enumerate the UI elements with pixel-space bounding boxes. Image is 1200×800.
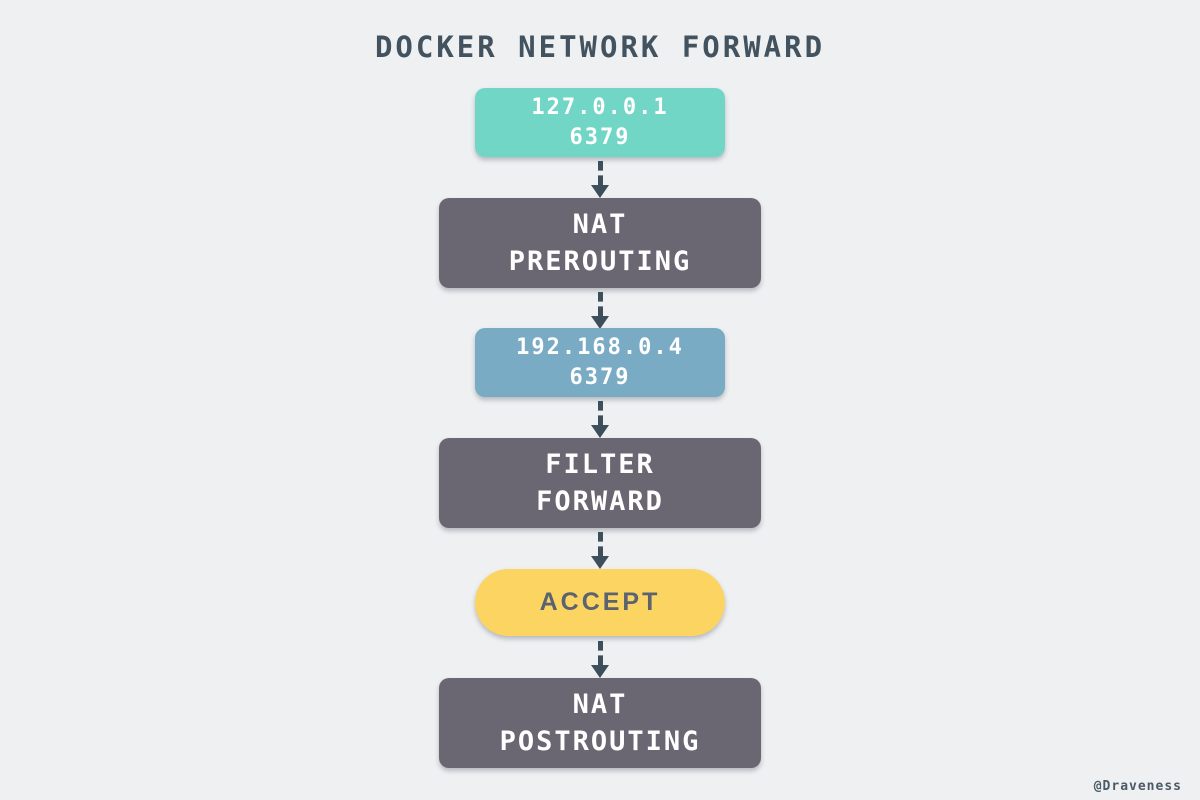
- arrow-dashed-line: [597, 641, 603, 665]
- arrow-head: [591, 316, 609, 329]
- arrow-head: [591, 556, 609, 569]
- node-accept-action: ACCEPT: [475, 569, 725, 636]
- chain-name-label: PREROUTING: [508, 246, 692, 277]
- chain-name-label: FORWARD: [536, 486, 664, 517]
- node-nat-postrouting: NAT POSTROUTING: [439, 678, 761, 768]
- chain-name-label: POSTROUTING: [499, 726, 701, 757]
- arrow-dashed-line: [597, 292, 603, 316]
- container-port-label: 6379: [569, 364, 631, 390]
- chain-table-label: NAT: [572, 689, 628, 720]
- arrow-down-icon: [589, 532, 611, 569]
- arrow-dashed-line: [597, 161, 603, 185]
- arrow-down-icon: [589, 641, 611, 678]
- arrow-head: [591, 665, 609, 678]
- arrow-down-icon: [589, 161, 611, 198]
- source-port-label: 6379: [569, 124, 631, 150]
- source-ip-label: 127.0.0.1: [531, 94, 669, 120]
- arrow-dashed-line: [597, 532, 603, 556]
- arrow-head: [591, 185, 609, 198]
- node-nat-prerouting: NAT PREROUTING: [439, 198, 761, 288]
- node-container-endpoint: 192.168.0.4 6379: [475, 328, 725, 397]
- container-ip-label: 192.168.0.4: [516, 334, 684, 360]
- arrow-head: [591, 425, 609, 438]
- chain-table-label: FILTER: [545, 449, 655, 480]
- author-watermark: @Draveness: [1093, 779, 1182, 794]
- node-source-endpoint: 127.0.0.1 6379: [475, 88, 725, 157]
- diagram-title: DOCKER NETWORK FORWARD: [374, 30, 826, 64]
- node-filter-forward: FILTER FORWARD: [439, 438, 761, 528]
- arrow-down-icon: [589, 292, 611, 329]
- accept-label: ACCEPT: [539, 588, 661, 616]
- arrow-down-icon: [589, 401, 611, 438]
- chain-table-label: NAT: [572, 209, 628, 240]
- arrow-dashed-line: [597, 401, 603, 425]
